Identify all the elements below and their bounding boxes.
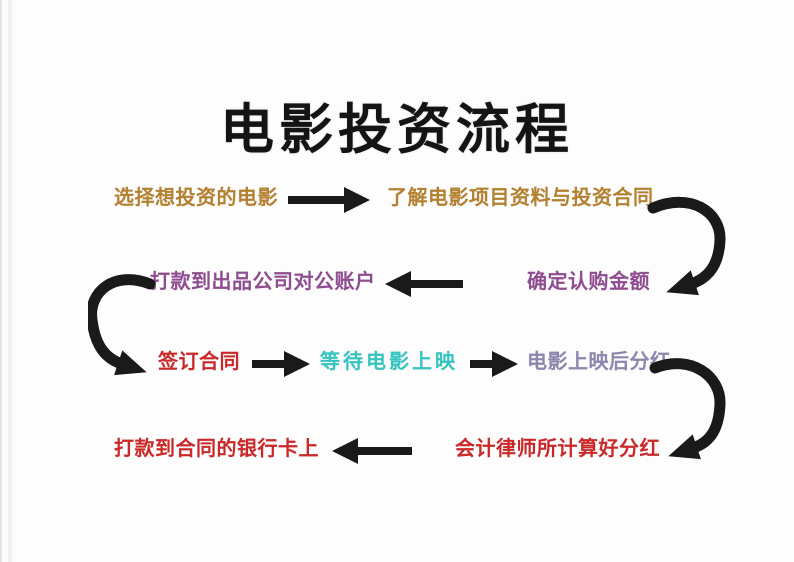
step-pay-company-account: 打款到出品公司对公账户 <box>150 271 376 293</box>
step-review-materials: 了解电影项目资料与投资合同 <box>387 187 654 209</box>
step-sign-contract: 签订合同 <box>158 351 240 373</box>
step-post-release-dividend: 电影上映后分红 <box>527 351 671 373</box>
arrow-right-icon <box>252 351 310 377</box>
arrow-left-icon <box>385 271 463 297</box>
step-pay-bank-card: 打款到合同的银行卡上 <box>114 438 319 460</box>
curved-arrow-down-left-icon <box>647 196 726 296</box>
scan-edge-artifact-2 <box>8 0 12 562</box>
curved-arrow-down-left-icon <box>649 358 726 460</box>
step-choose-movie: 选择想投资的电影 <box>114 187 278 209</box>
arrow-right-icon <box>470 351 518 377</box>
step-confirm-amount: 确定认购金额 <box>527 271 650 293</box>
arrow-left-icon <box>332 438 412 464</box>
step-accounting-calculation: 会计律师所计算好分红 <box>455 438 660 460</box>
scan-edge-artifact <box>0 0 2 562</box>
step-wait-release: 等待电影上映 <box>320 351 458 373</box>
flowchart-title: 电影投资流程 <box>220 100 574 160</box>
curved-arrow-down-right-icon <box>88 274 156 376</box>
arrow-right-icon <box>288 187 370 213</box>
